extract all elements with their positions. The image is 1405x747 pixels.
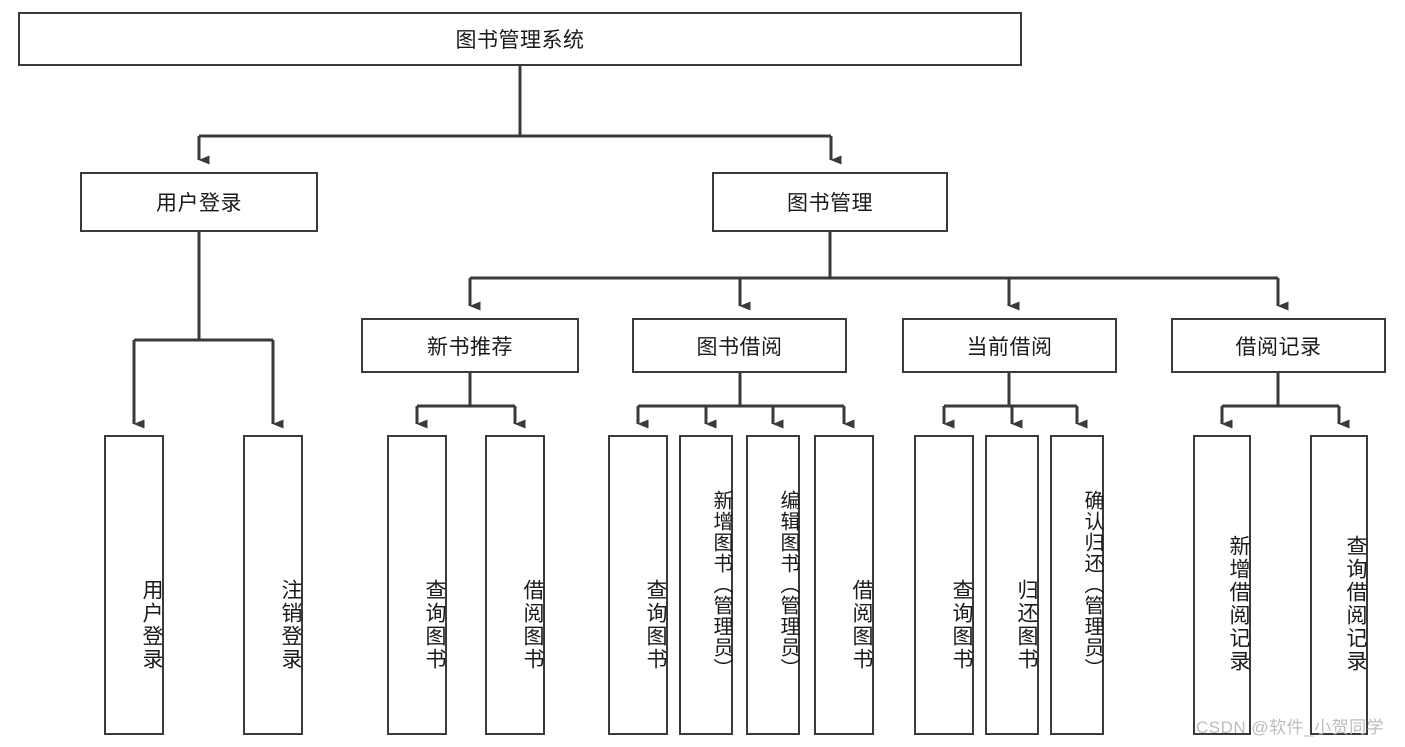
edge-borrow-to-leaves	[636, 373, 855, 429]
leaf-query-book-recommend[interactable]: 查询图书	[387, 435, 447, 735]
node-label: 注销登录	[279, 579, 302, 671]
node-label: 用户登录	[140, 579, 163, 671]
node-book-management[interactable]: 图书管理	[712, 172, 948, 232]
node-label: 查询图书	[423, 579, 446, 671]
leaf-query-book-current[interactable]: 查询图书	[914, 435, 974, 735]
node-label: 归还图书	[1015, 579, 1038, 671]
edge-current-to-leaves	[942, 373, 1088, 429]
node-label: 新书推荐	[427, 335, 513, 359]
edge-root-to-level1	[197, 66, 842, 165]
node-label: 新增借阅记录	[1227, 535, 1250, 673]
node-borrow-record[interactable]: 借阅记录	[1171, 318, 1386, 373]
node-label: 确认归还（管理员）	[1081, 489, 1103, 679]
node-label: 查询图书	[950, 579, 973, 671]
watermark-text: CSDN @软件_小贺同学	[1196, 718, 1385, 737]
node-label: 借阅图书	[850, 579, 873, 671]
node-label: 图书管理系统	[455, 29, 585, 52]
leaf-borrow-book-recommend[interactable]: 借阅图书	[485, 435, 545, 735]
node-new-book-recommend[interactable]: 新书推荐	[361, 318, 579, 373]
leaf-user-login[interactable]: 用户登录	[104, 435, 164, 735]
node-label: 图书管理	[787, 192, 873, 215]
leaf-borrow-book[interactable]: 借阅图书	[814, 435, 874, 735]
node-label: 新增图书（管理员）	[710, 489, 732, 679]
leaf-edit-book-admin[interactable]: 编辑图书（管理员）	[746, 435, 800, 735]
node-current-borrow[interactable]: 当前借阅	[902, 318, 1117, 373]
node-root-system[interactable]: 图书管理系统	[18, 12, 1022, 66]
node-label: 当前借阅	[966, 335, 1053, 359]
edge-bookmanage-to-level2	[468, 232, 1289, 311]
node-label: 图书借阅	[696, 335, 783, 359]
node-label: 查询图书	[644, 579, 667, 671]
node-book-borrow[interactable]: 图书借阅	[632, 318, 847, 373]
node-user-login[interactable]: 用户登录	[80, 172, 318, 232]
node-label: 借阅图书	[521, 579, 544, 671]
leaf-logout[interactable]: 注销登录	[243, 435, 303, 735]
leaf-return-book[interactable]: 归还图书	[985, 435, 1039, 735]
node-label: 查询借阅记录	[1344, 535, 1367, 673]
node-label: 借阅记录	[1235, 335, 1322, 359]
edge-record-to-leaves	[1220, 373, 1350, 429]
edge-userlogin-to-leaves	[132, 232, 284, 429]
leaf-query-borrow-record[interactable]: 查询借阅记录	[1310, 435, 1368, 735]
node-label: 编辑图书（管理员）	[777, 489, 799, 679]
leaf-add-book-admin[interactable]: 新增图书（管理员）	[679, 435, 733, 735]
edge-newbook-to-leaves	[415, 373, 526, 429]
leaf-confirm-return-admin[interactable]: 确认归还（管理员）	[1050, 435, 1104, 735]
leaf-add-borrow-record[interactable]: 新增借阅记录	[1193, 435, 1251, 735]
node-label: 用户登录	[156, 192, 242, 215]
leaf-query-book-borrow[interactable]: 查询图书	[608, 435, 668, 735]
